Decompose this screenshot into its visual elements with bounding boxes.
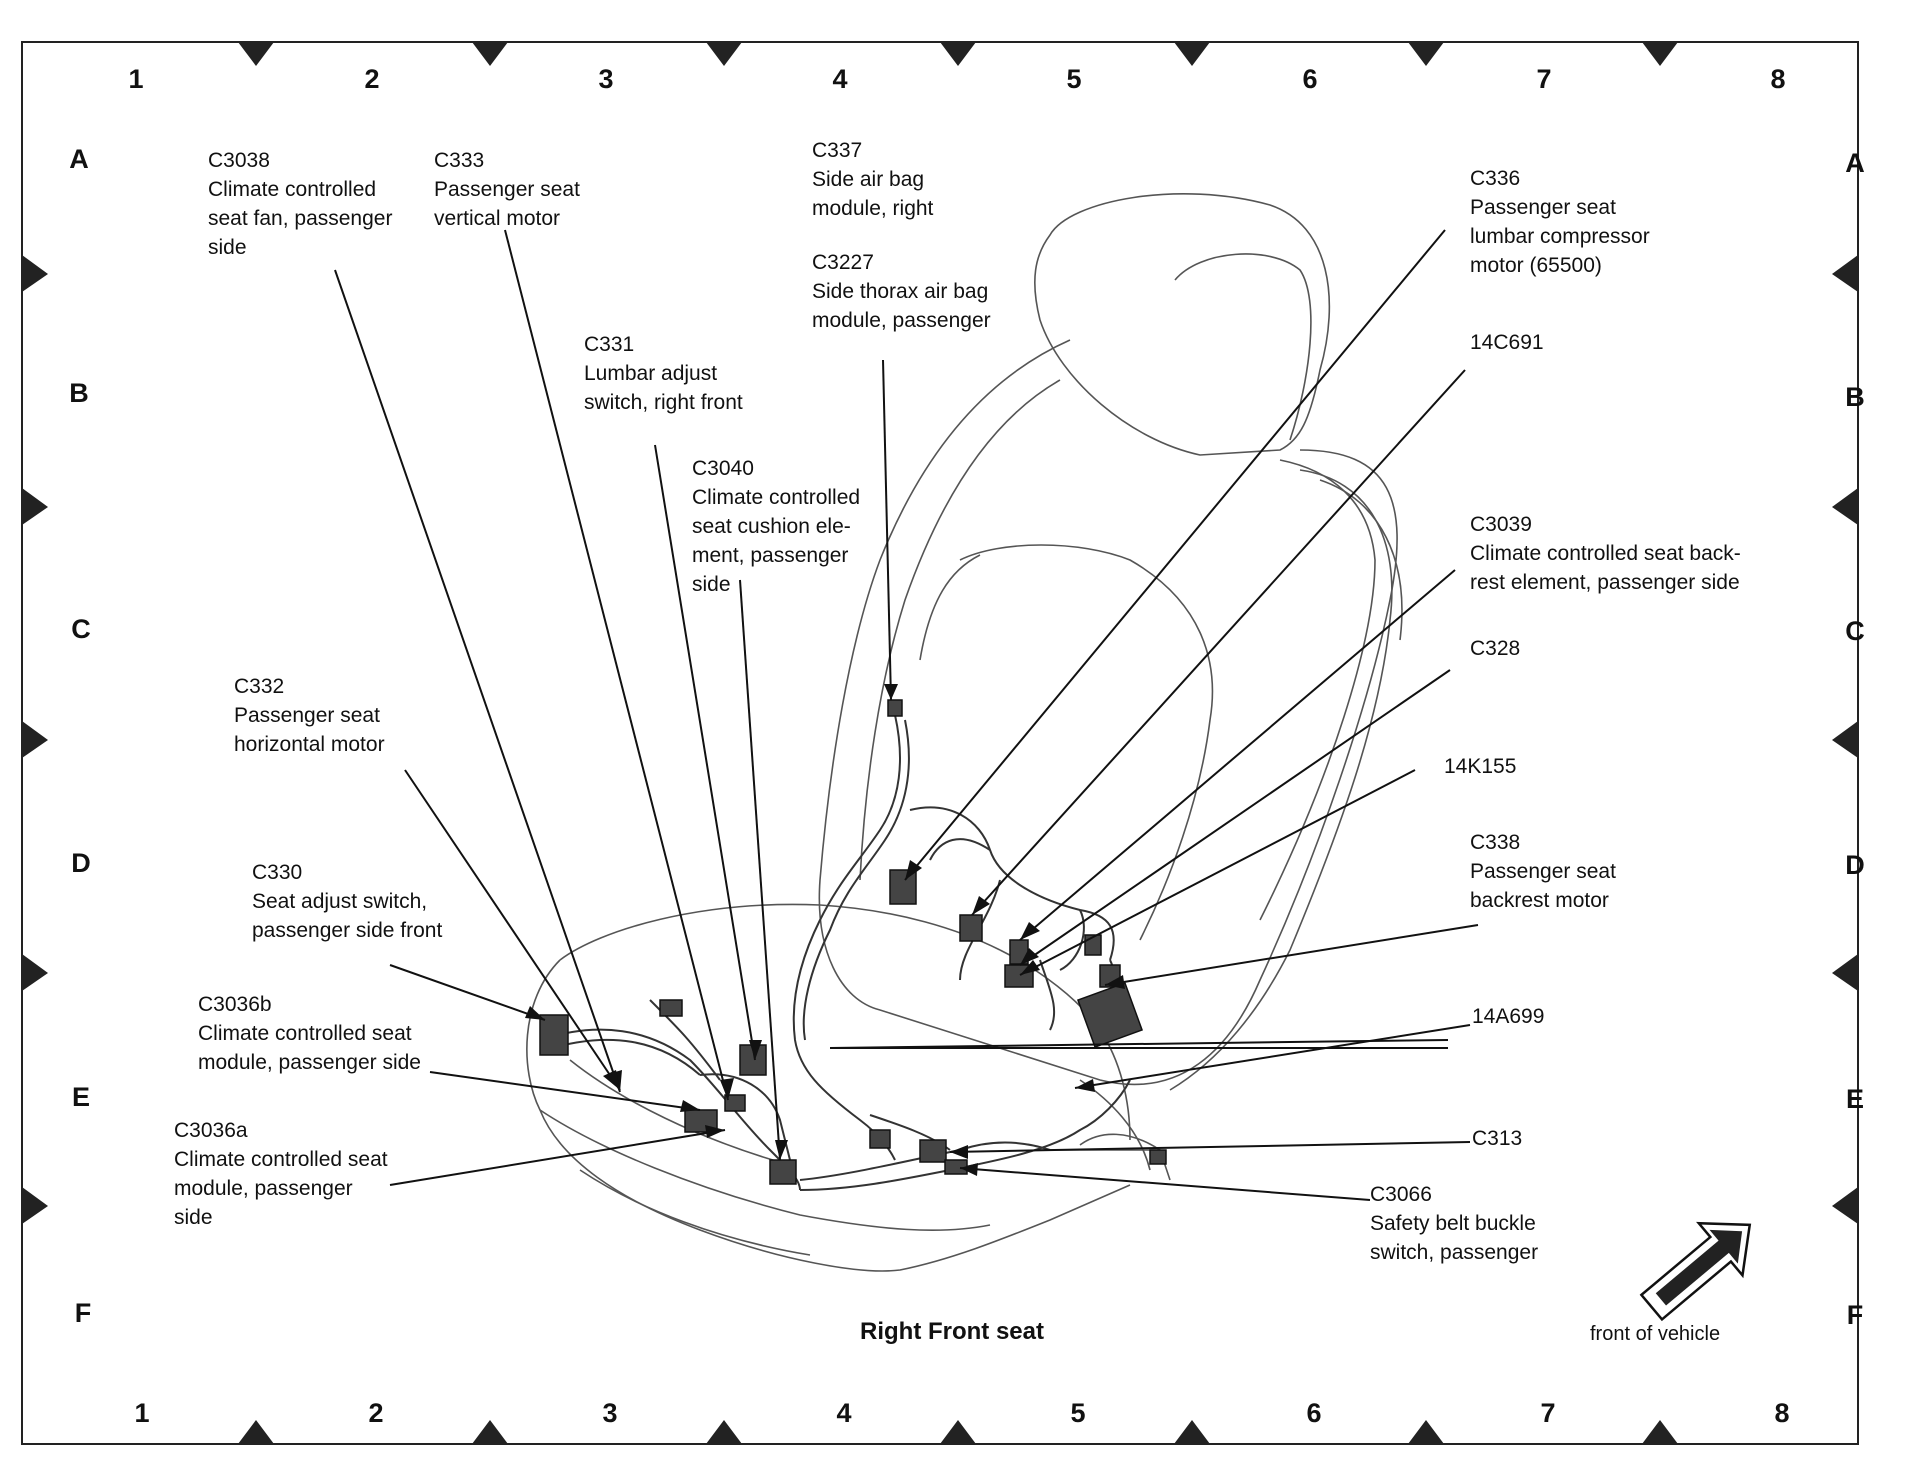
callout-desc: Safety belt buckle switch, passenger — [1370, 1212, 1539, 1264]
leader-arrowheads — [525, 684, 1125, 1176]
row-label-left-d: D — [71, 848, 91, 878]
col-label-top-7: 7 — [1536, 64, 1552, 94]
col-label-top-6: 6 — [1302, 64, 1318, 94]
row-label-right-d: D — [1845, 850, 1865, 880]
callout-desc: Seat adjust switch, passenger side front — [252, 890, 443, 942]
callout-desc: Climate controlled seat back- rest eleme… — [1470, 542, 1741, 594]
callout-c328: C328 — [1470, 634, 1520, 663]
col-label-top-1: 1 — [128, 64, 144, 94]
callout-c313: C313 — [1472, 1124, 1522, 1153]
callout-c332: C332 Passenger seat horizontal motor — [234, 672, 385, 759]
diagram-title: Right Front seat — [860, 1318, 1044, 1345]
callout-desc: Climate controlled seat fan, passenger s… — [208, 178, 393, 259]
callout-c3040: C3040 Climate controlled seat cushion el… — [692, 454, 860, 599]
callout-desc: Passenger seat lumbar compressor motor (… — [1470, 196, 1650, 277]
callout-c338: C338 Passenger seat backrest motor — [1470, 828, 1616, 915]
callout-desc: Climate controlled seat module, passenge… — [174, 1148, 388, 1229]
front-arrow-icon — [1639, 1221, 1752, 1322]
callout-code: 14A699 — [1472, 1005, 1545, 1028]
callout-code: C3038 — [208, 149, 270, 172]
callout-desc: Side thorax air bag module, passenger — [812, 280, 991, 332]
callout-desc: Side air bag module, right — [812, 168, 934, 220]
row-label-left-e: E — [71, 1082, 90, 1112]
callout-c3039: C3039 Climate controlled seat back- rest… — [1470, 510, 1741, 597]
row-label-left-c: C — [71, 614, 91, 644]
col-label-top-2: 2 — [364, 64, 380, 94]
col-label-top-4: 4 — [832, 64, 848, 94]
callout-c337: C337 Side air bag module, right — [812, 136, 933, 223]
callout-code: 14K155 — [1444, 755, 1517, 778]
callout-code: C331 — [584, 333, 635, 356]
callout-code: C333 — [434, 149, 485, 172]
col-label-bottom-7: 7 — [1540, 1398, 1556, 1428]
col-label-bottom-3: 3 — [602, 1398, 618, 1428]
row-label-left-b: B — [69, 378, 89, 408]
seat-illustration — [526, 193, 1403, 1272]
row-label-right-b: B — [1845, 382, 1865, 412]
row-label-right-f: F — [1846, 1300, 1864, 1330]
row-label-left-f: F — [74, 1298, 92, 1328]
col-label-bottom-8: 8 — [1774, 1398, 1790, 1428]
callout-desc: Passenger seat backrest motor — [1470, 860, 1616, 912]
callout-code: C336 — [1470, 167, 1521, 190]
callout-desc: Lumbar adjust switch, right front — [584, 362, 743, 414]
col-label-bottom-1: 1 — [134, 1398, 150, 1428]
callout-desc: Passenger seat horizontal motor — [234, 704, 385, 756]
callout-code: C313 — [1472, 1127, 1523, 1150]
callout-code: C3039 — [1470, 513, 1532, 536]
callout-code: C328 — [1470, 637, 1521, 660]
callout-c331: C331 Lumbar adjust switch, right front — [584, 330, 743, 417]
col-label-bottom-6: 6 — [1306, 1398, 1322, 1428]
col-label-bottom-4: 4 — [836, 1398, 852, 1428]
callout-code: C3036b — [198, 993, 272, 1016]
callout-14k155: 14K155 — [1444, 752, 1516, 781]
callout-code: C337 — [812, 139, 863, 162]
row-label-left-a: A — [69, 144, 89, 174]
callout-code: C332 — [234, 675, 285, 698]
callout-code: 14C691 — [1470, 331, 1544, 354]
callout-c336: C336 Passenger seat lumbar compressor mo… — [1470, 164, 1650, 280]
callout-code: C3036a — [174, 1119, 248, 1142]
callout-c330: C330 Seat adjust switch, passenger side … — [252, 858, 442, 945]
callout-code: C338 — [1470, 831, 1521, 854]
callout-14a699: 14A699 — [1472, 1002, 1544, 1031]
col-label-top-3: 3 — [598, 64, 614, 94]
callout-c3038: C3038 Climate controlled seat fan, passe… — [208, 146, 392, 262]
callout-14c691: 14C691 — [1470, 328, 1544, 357]
callout-code: C3066 — [1370, 1183, 1432, 1206]
callout-desc: Passenger seat vertical motor — [434, 178, 580, 230]
callout-c3036b: C3036b Climate controlled seat module, p… — [198, 990, 421, 1077]
row-label-right-c: C — [1845, 616, 1865, 646]
col-label-top-5: 5 — [1066, 64, 1082, 94]
callout-code: C330 — [252, 861, 303, 884]
callout-c333: C333 Passenger seat vertical motor — [434, 146, 580, 233]
callout-desc: Climate controlled seat cushion ele- men… — [692, 486, 861, 596]
col-label-top-8: 8 — [1770, 64, 1786, 94]
callout-c3227: C3227 Side thorax air bag module, passen… — [812, 248, 991, 335]
grid-markers — [22, 42, 1858, 1444]
callout-code: C3040 — [692, 457, 754, 480]
leader-lines — [334, 229, 1479, 1201]
connectors — [539, 699, 1167, 1185]
callout-c3036a: C3036a Climate controlled seat module, p… — [174, 1116, 388, 1232]
callout-code: C3227 — [812, 251, 874, 274]
callout-c3066: C3066 Safety belt buckle switch, passeng… — [1370, 1180, 1538, 1267]
row-label-right-e: E — [1845, 1084, 1864, 1114]
col-label-bottom-5: 5 — [1070, 1398, 1086, 1428]
wire-harness — [539, 714, 1131, 1191]
callout-desc: Climate controlled seat module, passenge… — [198, 1022, 421, 1074]
col-label-bottom-2: 2 — [368, 1398, 384, 1428]
front-of-vehicle-label: front of vehicle — [1590, 1323, 1721, 1345]
row-label-right-a: A — [1845, 148, 1865, 178]
